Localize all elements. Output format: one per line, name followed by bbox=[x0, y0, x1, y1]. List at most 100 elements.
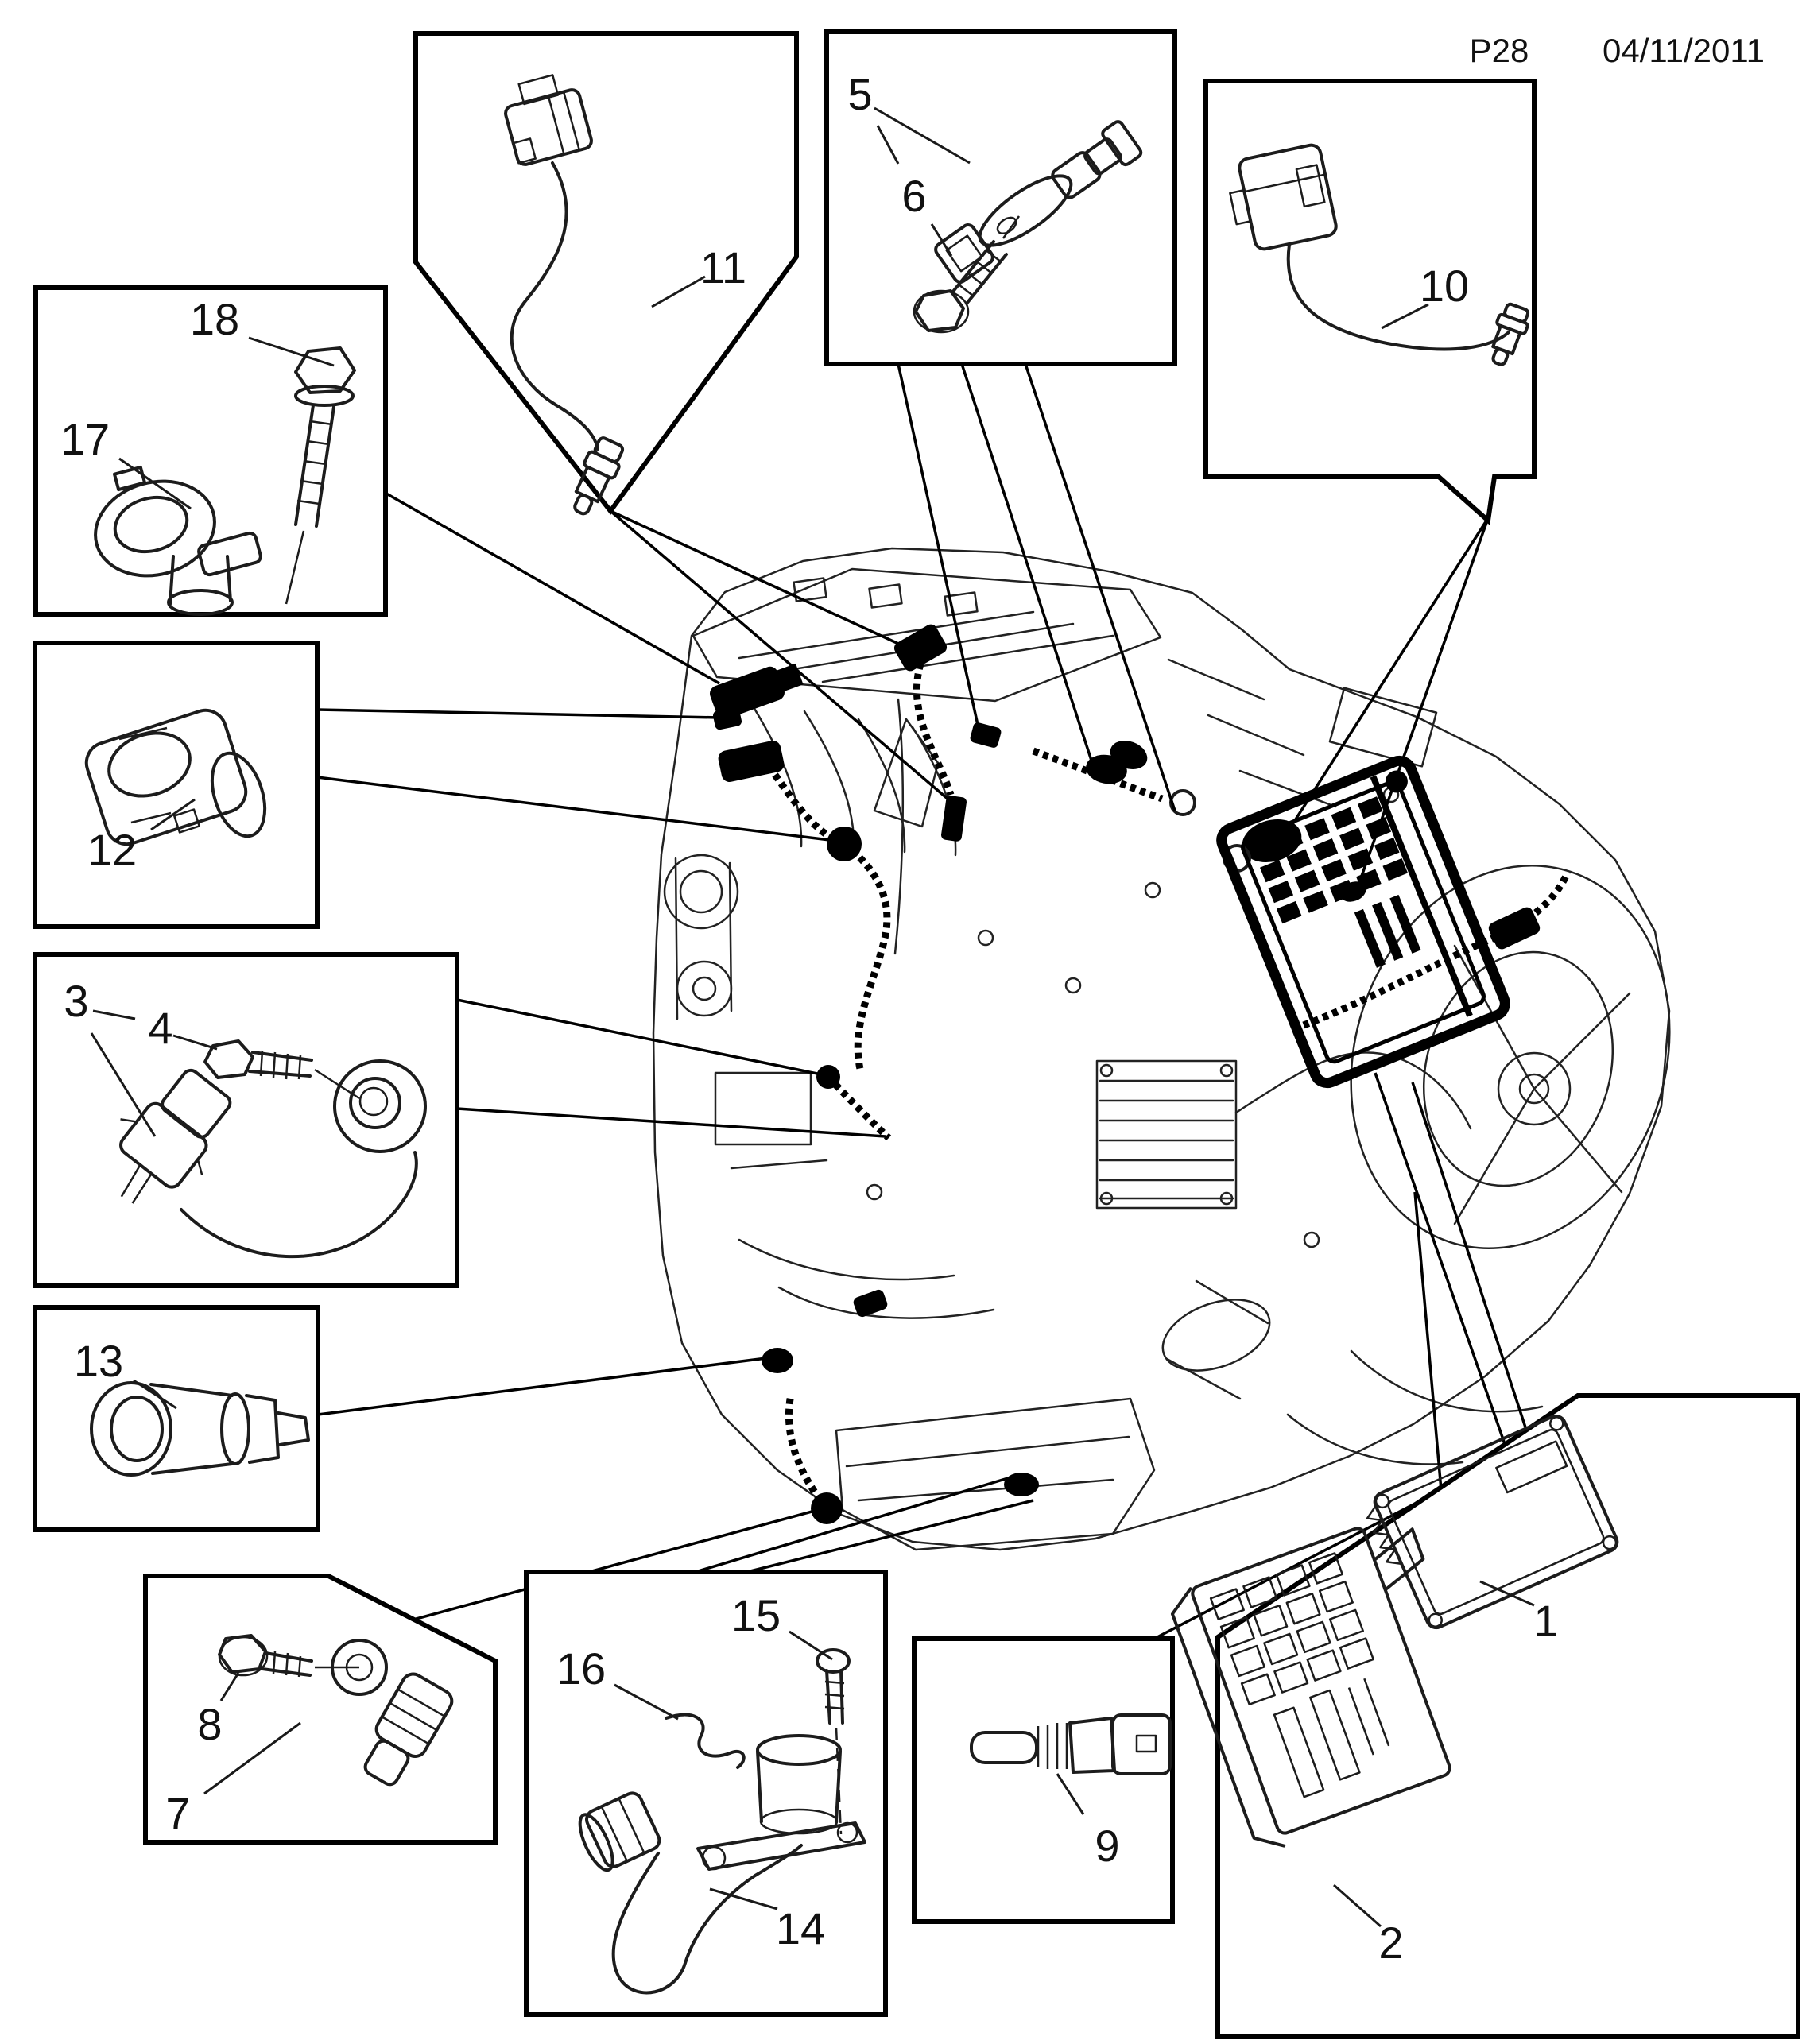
bracket-flange bbox=[1170, 1587, 1286, 1848]
knock-ring bbox=[333, 1059, 427, 1153]
body-tip bbox=[1491, 347, 1510, 366]
ecu-fins bbox=[1366, 1505, 1402, 1566]
leader-10-b bbox=[1354, 517, 1490, 892]
part-number-18: 18 bbox=[190, 294, 239, 344]
screw-threads bbox=[824, 1680, 845, 1710]
part-number-13: 13 bbox=[74, 1336, 123, 1386]
ecu-inner bbox=[1241, 780, 1486, 1064]
ecu-lid bbox=[1387, 1428, 1605, 1616]
page-code: P28 bbox=[1470, 32, 1529, 69]
sensor-snout bbox=[197, 531, 262, 577]
leader-5-6-c bbox=[1024, 363, 1176, 811]
connector-top bbox=[517, 74, 560, 106]
leader-14-a bbox=[695, 1477, 1009, 1574]
starter-body bbox=[1165, 1279, 1269, 1400]
sensor-tip bbox=[970, 1731, 1038, 1764]
part-14-oil-level-sensor bbox=[578, 1734, 866, 1995]
tick-15 bbox=[789, 1630, 833, 1661]
cooler-bolt bbox=[1099, 1191, 1114, 1206]
callout-boxes bbox=[33, 29, 1800, 2039]
head-details bbox=[1167, 658, 1337, 808]
idler-pulley-hub bbox=[692, 976, 717, 1001]
bolt-4-threads bbox=[259, 1050, 302, 1080]
bolt-axis bbox=[285, 530, 305, 605]
ecu-side-plate bbox=[1370, 775, 1473, 1017]
connector-notch bbox=[1135, 1734, 1157, 1753]
sensor-cable-loop bbox=[611, 1844, 803, 1995]
sensor-plug bbox=[771, 663, 804, 694]
plate-ear bbox=[836, 1821, 858, 1844]
leader-3-4-b bbox=[456, 1107, 886, 1138]
hub bbox=[1497, 1051, 1572, 1126]
connector-body bbox=[504, 88, 593, 166]
sensor-cable bbox=[772, 772, 839, 844]
cam-sensor-2-highlight bbox=[712, 706, 742, 730]
connector-head bbox=[161, 1068, 232, 1139]
coolant-hose bbox=[1234, 1051, 1472, 1130]
engine-mount bbox=[1328, 687, 1438, 768]
bolt-threads bbox=[958, 250, 1002, 296]
ecu-slot bbox=[1372, 901, 1404, 961]
connector bbox=[893, 624, 948, 672]
tick-3b bbox=[90, 1032, 157, 1137]
hub-center bbox=[1518, 1073, 1550, 1105]
callout-box-10 bbox=[1203, 79, 1537, 525]
oxygen-connector bbox=[504, 74, 593, 166]
leader-lines bbox=[316, 363, 1528, 1640]
bolt-boss bbox=[1303, 1231, 1320, 1248]
sensor-base-side bbox=[169, 555, 232, 606]
bolt-flange bbox=[294, 385, 355, 407]
ecu-grid bbox=[1251, 796, 1409, 924]
part-number-11: 11 bbox=[700, 242, 746, 292]
leader-5-6-a bbox=[897, 363, 979, 726]
part-13-oil-pressure-switch bbox=[90, 1381, 310, 1477]
page-header: P28 04/11/2011 bbox=[1470, 32, 1765, 69]
callout-box-3-4 bbox=[33, 952, 459, 1288]
oil-level-target bbox=[1004, 1473, 1039, 1496]
oxygen-cable bbox=[510, 161, 599, 451]
flange-hole bbox=[996, 216, 1017, 235]
bracket-frame bbox=[1191, 1527, 1451, 1835]
part-number-10: 10 bbox=[1420, 261, 1469, 311]
ecu-slot bbox=[1389, 894, 1421, 954]
grommet-ring bbox=[1169, 789, 1196, 816]
tick-5a bbox=[874, 106, 971, 165]
page-date: 04/11/2011 bbox=[1603, 32, 1765, 69]
sensor-eye bbox=[331, 1639, 388, 1696]
sensor-assembly bbox=[934, 120, 1143, 284]
part-10-oxygen-sensor bbox=[1229, 143, 1530, 366]
leader-11-b bbox=[609, 509, 949, 800]
callout-box-1-2 bbox=[1215, 1393, 1800, 2039]
sensor-base bbox=[167, 589, 234, 616]
barrel-ribs bbox=[381, 1688, 446, 1745]
lower-sensor-highlight bbox=[853, 1289, 888, 1318]
ecu-slot bbox=[1354, 908, 1386, 968]
knock-pigtail bbox=[180, 1151, 418, 1258]
part-number-4: 4 bbox=[148, 1003, 172, 1053]
bolt-boss bbox=[1064, 977, 1082, 994]
connector-latch bbox=[1229, 188, 1252, 226]
callout-box-14-15-16 bbox=[524, 1570, 888, 2017]
body-top bbox=[149, 1383, 234, 1475]
bracket-slot bbox=[1273, 1706, 1325, 1798]
ecu-screw bbox=[1549, 1416, 1564, 1431]
cooler-bolt bbox=[1219, 1191, 1234, 1206]
sensor-body bbox=[718, 740, 785, 783]
ignition-coil bbox=[868, 583, 903, 609]
connector-detail bbox=[118, 726, 172, 824]
leader-3-4-a bbox=[456, 998, 826, 1077]
bolt-flange bbox=[913, 289, 970, 334]
connector-cap bbox=[578, 1813, 614, 1872]
bracket-arm bbox=[1373, 1527, 1425, 1592]
cooler-bolt bbox=[1219, 1063, 1234, 1078]
motor-body bbox=[756, 1750, 842, 1823]
bolt-4-head bbox=[203, 1039, 254, 1079]
part-1-ecu bbox=[1366, 1414, 1619, 1630]
callout-box-13 bbox=[33, 1305, 320, 1532]
speed-sensor-highlight bbox=[1488, 907, 1541, 950]
knock-cable bbox=[842, 841, 891, 1070]
sensor-connector bbox=[578, 1791, 661, 1872]
connector-latch bbox=[120, 1118, 203, 1175]
tick-16 bbox=[614, 1683, 679, 1721]
tick-11 bbox=[651, 275, 706, 308]
